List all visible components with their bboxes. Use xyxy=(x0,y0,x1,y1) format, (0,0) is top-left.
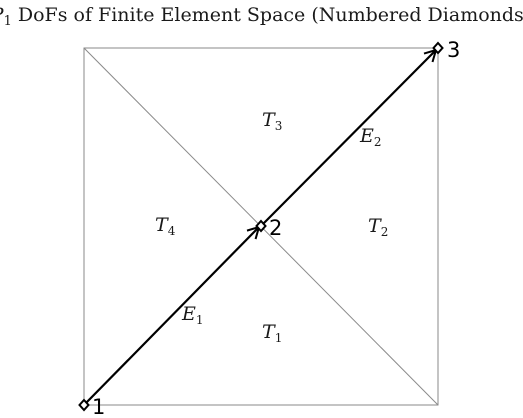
domain-square xyxy=(83,47,439,406)
title-rest: DoFs of Finite Element Space (Numbered D… xyxy=(12,4,523,26)
dof-1-label: 1 xyxy=(92,395,105,418)
dof-2-label: 2 xyxy=(269,216,282,240)
figure-title: P1 DoFs of Finite Element Space (Numbere… xyxy=(0,4,523,29)
edge-label-e2: E2 xyxy=(359,125,382,149)
dof-1-diamond xyxy=(78,398,90,412)
edge-e2-arrow xyxy=(260,50,436,227)
dof-3-label: 3 xyxy=(447,38,460,62)
edge-e1-arrow xyxy=(83,227,259,406)
title-prefix: P xyxy=(0,4,5,26)
triangle-label-t2: T2 xyxy=(368,215,388,239)
dof-2-diamond xyxy=(255,219,267,233)
triangle-label-t1: T1 xyxy=(262,321,282,345)
triangle-label-t4: T4 xyxy=(155,214,176,238)
dof-3-diamond xyxy=(432,41,444,55)
edge-label-e1: E1 xyxy=(181,303,204,327)
triangle-label-t3: T3 xyxy=(262,109,282,133)
title-prefix-sub: 1 xyxy=(4,14,12,29)
